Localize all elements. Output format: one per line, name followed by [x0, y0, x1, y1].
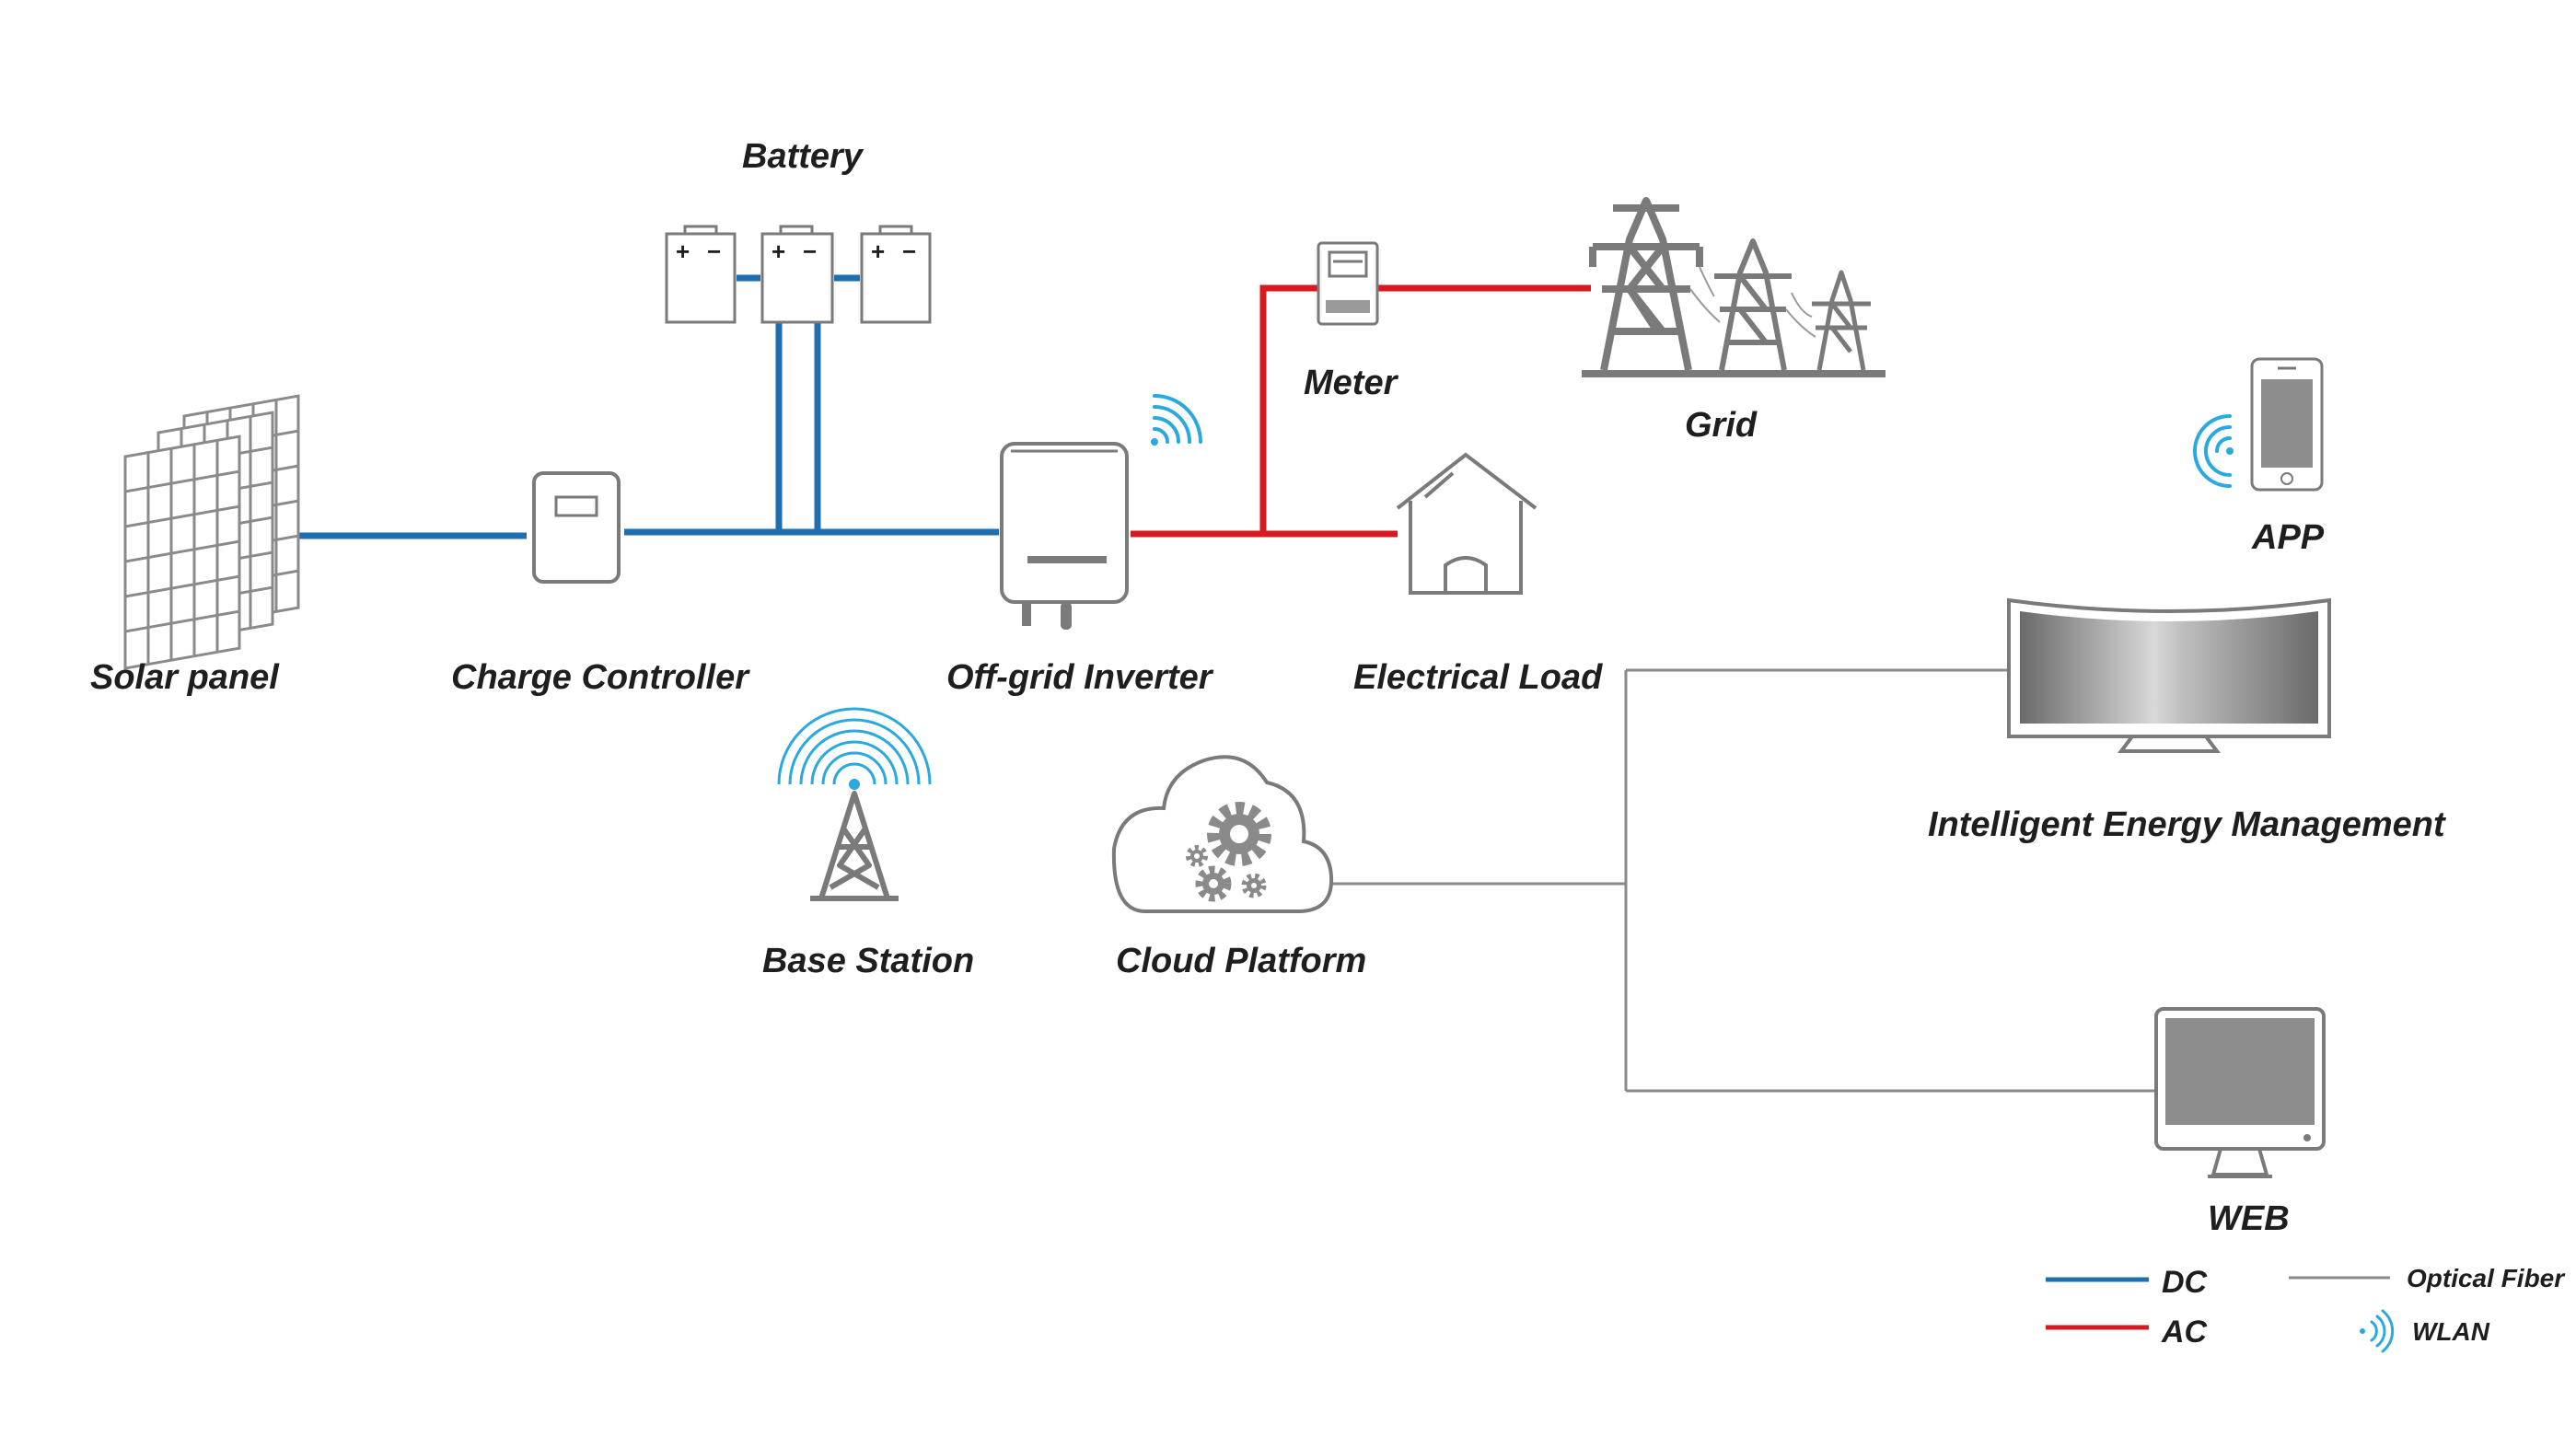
cloud-icon [1111, 755, 1334, 913]
battery-minus-sign: − [803, 237, 817, 265]
charge-controller-icon [532, 471, 621, 584]
desktop-monitor-icon [2154, 1007, 2326, 1178]
gear-icon [1186, 845, 1208, 867]
gear-icon [1241, 873, 1267, 898]
legend-wlan-icon [2360, 1309, 2395, 1353]
battery-minus-sign: − [902, 237, 916, 265]
battery-icon [665, 225, 737, 324]
meter-label: Meter [1304, 364, 1399, 402]
battery-plus-sign: + [676, 237, 690, 265]
battery-icons [665, 225, 932, 324]
battery-icon [860, 225, 932, 324]
smartphone-icon [2250, 357, 2324, 492]
legend: DC AC Optical Fiber WLAN [2046, 1264, 2566, 1353]
battery-plus-sign: + [772, 237, 785, 265]
app-label: APP [2251, 518, 2325, 557]
ac-line-to-meter [1259, 284, 1318, 534]
legend-ac-label: AC [2161, 1315, 2208, 1350]
fiber-lines [1331, 668, 2159, 1093]
node-labels: Battery Meter Grid Solar panel Charge Co… [90, 137, 2446, 1238]
meter-icon [1317, 241, 1379, 326]
base-station-icon [777, 707, 932, 901]
grid-label: Grid [1685, 406, 1758, 445]
legend-dc-label: DC [2162, 1265, 2208, 1300]
base-station-label: Base Station [762, 942, 974, 980]
iem-label: Intelligent Energy Management [1928, 805, 2446, 844]
battery-minus-sign: − [707, 237, 721, 265]
solar-panel-icon [123, 394, 300, 670]
legend-fiber-label: Optical Fiber [2407, 1264, 2566, 1292]
gear-icon [1195, 865, 1232, 902]
inverter-label: Off-grid Inverter [946, 658, 1214, 697]
gear-icon [1207, 802, 1271, 866]
house-icon [1396, 452, 1537, 595]
electrical-load-label: Electrical Load [1353, 658, 1603, 697]
dc-lines [281, 274, 999, 539]
wlan-signal-icon [2192, 414, 2234, 488]
battery-icon [760, 225, 834, 324]
battery-label: Battery [742, 137, 864, 176]
web-label: WEB [2208, 1199, 2290, 1238]
wlan-signal-icon [1151, 394, 1202, 446]
legend-wlan-label: WLAN [2412, 1317, 2490, 1346]
solar-panel-label: Solar panel [90, 658, 280, 697]
inverter-icon [1000, 442, 1129, 630]
transmission-tower-icon [1582, 197, 1886, 377]
battery-plus-sign: + [871, 237, 885, 265]
cloud-platform-label: Cloud Platform [1116, 942, 1366, 980]
ac-lines [1131, 284, 1591, 538]
charge-controller-label: Charge Controller [451, 658, 750, 697]
battery-signs: + − + − + − [676, 237, 916, 265]
monitor-icon [2007, 597, 2331, 753]
